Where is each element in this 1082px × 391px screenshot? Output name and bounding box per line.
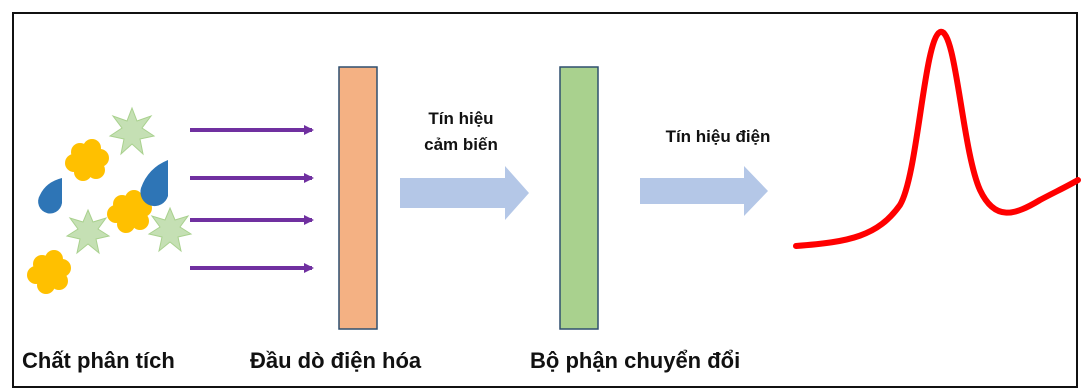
blue-drop-icon: [140, 160, 168, 207]
blue-drop-icon: [38, 178, 63, 214]
diagram-frame: [12, 12, 1078, 388]
signal-peak-icon: [793, 29, 1081, 249]
yellow-blob-icon: [27, 250, 71, 294]
sensor-signal-arrow: [400, 166, 529, 220]
transducer-panel: [559, 66, 599, 330]
electric-signal-arrow: [640, 166, 768, 216]
green-star-icon: [108, 106, 156, 156]
analyte-arrows: [190, 125, 314, 273]
sensor-signal-line1: Tín hiệu: [428, 109, 494, 128]
probe-label: Đầu dò điện hóa: [250, 348, 422, 373]
transducer-label: Bộ phận chuyển đổi: [530, 348, 741, 373]
sensor-signal-line2: cảm biến: [424, 135, 498, 154]
probe-panel: [338, 66, 378, 330]
sensor-signal-label: Tín hiệu cảm biến: [402, 106, 520, 158]
yellow-blob-icon: [65, 139, 109, 181]
analyte-label: Chất phân tích: [22, 348, 175, 373]
green-star-icon: [65, 208, 111, 255]
electric-signal-label: Tín hiệu điện: [665, 127, 771, 146]
green-star-icon: [147, 206, 193, 253]
analyte-group: [27, 106, 193, 294]
yellow-blob-icon: [107, 190, 152, 233]
